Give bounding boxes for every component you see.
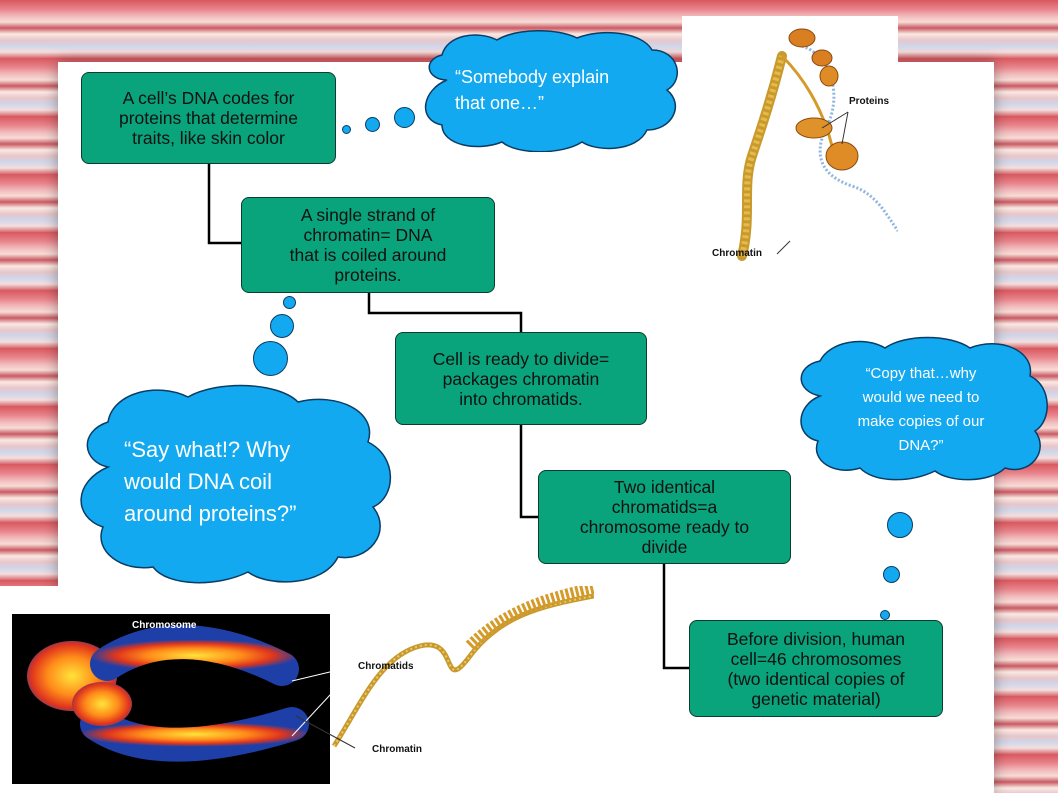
chromosome-title: Chromosome	[132, 620, 197, 631]
flow-box-chromatids: Cell is ready to divide= packages chroma…	[395, 332, 647, 425]
proteins-label: Proteins	[849, 96, 890, 107]
cloud-shape-right	[800, 336, 1048, 481]
thought-dot-left-3	[283, 296, 296, 309]
chromatin-label-top: Chromatin	[712, 248, 762, 259]
cloud-shape-top	[425, 30, 678, 153]
thought-cloud-left: “Say what!? Why would DNA coil around pr…	[68, 382, 394, 587]
flow-box-dna-codes: A cell’s DNA codes for proteins that det…	[81, 72, 336, 164]
chromosome-micrograph	[27, 625, 309, 762]
thought-dot-right-3	[880, 610, 890, 620]
flow-box-before-division: Before division, human cell=46 chromosom…	[689, 620, 943, 717]
thought-text-top: “Somebody explain that one…”	[455, 67, 610, 113]
thought-dot-left-1	[253, 341, 288, 376]
thought-cloud-right: “Copy that…why would we need to make cop…	[790, 336, 1052, 483]
cloud-shape-left	[80, 384, 392, 584]
thought-dot-top-3	[342, 125, 351, 134]
chromosome-image: Chromosome Chromatids Chromatin	[0, 586, 594, 793]
thought-cloud-top: “Somebody explain that one…”	[417, 30, 685, 153]
chromatin-strand	[291, 586, 594, 749]
thought-text-left: “Say what!? Why would DNA coil around pr…	[124, 437, 297, 526]
thought-dot-top-1	[394, 107, 415, 128]
thought-text-right: “Copy that…why would we need to make cop…	[857, 365, 985, 454]
chromatin-protein-image: Proteins Chromatin	[682, 16, 898, 262]
chromatids-label: Chromatids	[358, 661, 414, 672]
chromosome-photo-panel: Chromosome	[12, 614, 330, 784]
thought-dot-top-2	[365, 117, 380, 132]
flow-box-chromatin: A single strand of chromatin= DNA that i…	[241, 197, 495, 293]
chromatin-illustration	[737, 28, 898, 261]
thought-dot-left-2	[270, 314, 294, 338]
thought-dot-right-1	[887, 512, 913, 538]
flow-box-chromosome: Two identical chromatids=a chromosome re…	[538, 470, 791, 564]
chromatin-label-bottom: Chromatin	[372, 744, 422, 755]
thought-dot-right-2	[883, 566, 900, 583]
